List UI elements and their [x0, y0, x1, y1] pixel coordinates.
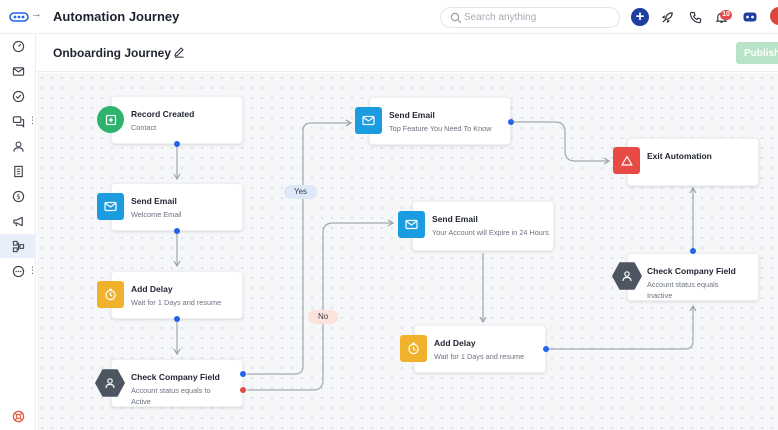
connector-delay2-to-check2 — [548, 304, 697, 350]
node-add-delay-1[interactable]: Add Delay Wait for 1 Days and resume — [111, 271, 243, 319]
collapse-arrow-icon[interactable]: → — [31, 8, 42, 20]
connector-yes-branch — [247, 119, 353, 375]
node-add-delay-2[interactable]: Add Delay Wait for 1 Days and resume — [414, 325, 546, 373]
node-send-email-expire[interactable]: Send Email Your Account will Expire in 2… — [412, 201, 554, 251]
sidebar: ⋮ $ ⋮ — [0, 34, 37, 430]
rocket-icon[interactable] — [658, 8, 676, 26]
svg-text:$: $ — [16, 193, 20, 201]
search-input[interactable] — [464, 10, 614, 25]
search-icon — [450, 12, 462, 24]
node-title: Send Email — [131, 196, 177, 206]
node-output-port[interactable] — [174, 141, 180, 147]
node-subtitle: Account status equals Inactive — [647, 280, 719, 300]
node-subtitle: Wait for 1 Days and resume — [131, 298, 222, 307]
notification-badge: 10 — [720, 10, 732, 20]
phone-icon[interactable] — [686, 8, 704, 26]
contacts-icon — [12, 140, 24, 152]
sidebar-item-dashboard[interactable] — [0, 34, 36, 58]
more-icon — [12, 265, 24, 277]
publish-button[interactable]: Publish — [736, 42, 778, 64]
node-subtitle: Contact — [131, 123, 157, 132]
node-title: Add Delay — [434, 338, 476, 348]
node-output-port[interactable] — [508, 119, 514, 125]
node-send-email-top-feature[interactable]: Send Email Top Feature You Need To Know — [369, 97, 511, 145]
page-title: Onboarding Journey — [53, 46, 172, 60]
no-output-port[interactable] — [240, 387, 246, 393]
building-icon — [13, 165, 23, 177]
node-output-port[interactable] — [174, 316, 180, 322]
dollar-icon: $ — [12, 190, 24, 202]
node-check-company-field-active[interactable]: Check Company Field Account status equal… — [111, 359, 243, 407]
mail-icon — [97, 193, 124, 220]
node-exit-automation[interactable]: Exit Automation — [627, 138, 759, 186]
node-send-email-welcome[interactable]: Send Email Welcome Email — [111, 183, 243, 231]
node-record-created[interactable]: Record Created Contact — [111, 96, 243, 144]
sidebar-item-mail[interactable] — [0, 59, 36, 83]
connector-lines — [173, 119, 697, 391]
mail-icon — [398, 211, 425, 238]
record-icon — [97, 106, 124, 133]
sidebar-item-conversations[interactable] — [0, 109, 36, 133]
workflow-canvas[interactable]: Yes No Record Created Contact Send Email… — [37, 73, 778, 430]
top-bar: → Automation Journey + 10 — [0, 0, 778, 34]
node-subtitle: Top Feature You Need To Know — [389, 124, 492, 133]
app-title: Automation Journey — [53, 9, 180, 24]
sidebar-item-companies[interactable] — [0, 159, 36, 183]
sidebar-item-deals[interactable]: $ — [0, 184, 36, 208]
connector-no-branch — [247, 219, 395, 391]
check-circle-icon — [12, 90, 24, 102]
megaphone-icon — [12, 216, 23, 226]
node-output-port[interactable] — [174, 228, 180, 234]
bot-icon[interactable] — [741, 8, 759, 26]
node-subtitle: Your Account will Expire in 24 Hours — [432, 228, 549, 237]
node-output-port[interactable] — [543, 346, 549, 352]
sidebar-item-campaigns[interactable] — [0, 209, 36, 233]
connector-email2-to-exit — [514, 121, 611, 165]
app-logo-icon[interactable] — [9, 9, 29, 25]
sidebar-item-more[interactable] — [0, 259, 36, 283]
yes-branch-label: Yes — [284, 185, 318, 199]
node-title: Record Created — [131, 109, 195, 119]
chat-icon — [12, 115, 24, 128]
automation-icon — [12, 240, 24, 252]
yes-output-port[interactable] — [240, 371, 246, 377]
node-title: Send Email — [432, 214, 478, 224]
node-title: Check Company Field — [647, 266, 736, 276]
node-title: Check Company Field — [131, 372, 220, 382]
no-branch-label: No — [308, 310, 339, 324]
sidebar-item-contacts[interactable] — [0, 134, 36, 158]
mail-icon — [355, 107, 382, 134]
timer-icon — [400, 335, 427, 362]
search-box[interactable] — [440, 7, 620, 28]
node-output-port[interactable] — [690, 248, 696, 254]
sidebar-item-tasks[interactable] — [0, 84, 36, 108]
add-new-button[interactable]: + — [631, 8, 649, 26]
node-subtitle: Wait for 1 Days and resume — [434, 352, 525, 361]
lifebuoy-icon — [12, 410, 24, 422]
node-title: Add Delay — [131, 284, 173, 294]
mail-icon — [12, 66, 24, 76]
more-options-icon[interactable]: ⋮ — [28, 265, 37, 275]
node-check-company-field-inactive[interactable]: Check Company Field Account status equal… — [627, 253, 759, 301]
user-avatar[interactable] — [770, 7, 778, 25]
page-header: Onboarding Journey Publish — [37, 34, 778, 72]
node-title: Send Email — [389, 110, 435, 120]
more-options-icon[interactable]: ⋮ — [28, 115, 37, 125]
node-subtitle: Welcome Email — [131, 210, 182, 219]
exit-icon — [613, 147, 640, 174]
dashboard-gauge-icon — [12, 40, 24, 52]
node-subtitle: Account status equals to Active — [131, 386, 211, 406]
node-title: Exit Automation — [647, 151, 712, 161]
edit-pencil-icon[interactable] — [173, 46, 185, 58]
sidebar-item-help[interactable] — [0, 404, 36, 428]
timer-icon — [97, 281, 124, 308]
sidebar-item-automation[interactable] — [0, 234, 36, 258]
